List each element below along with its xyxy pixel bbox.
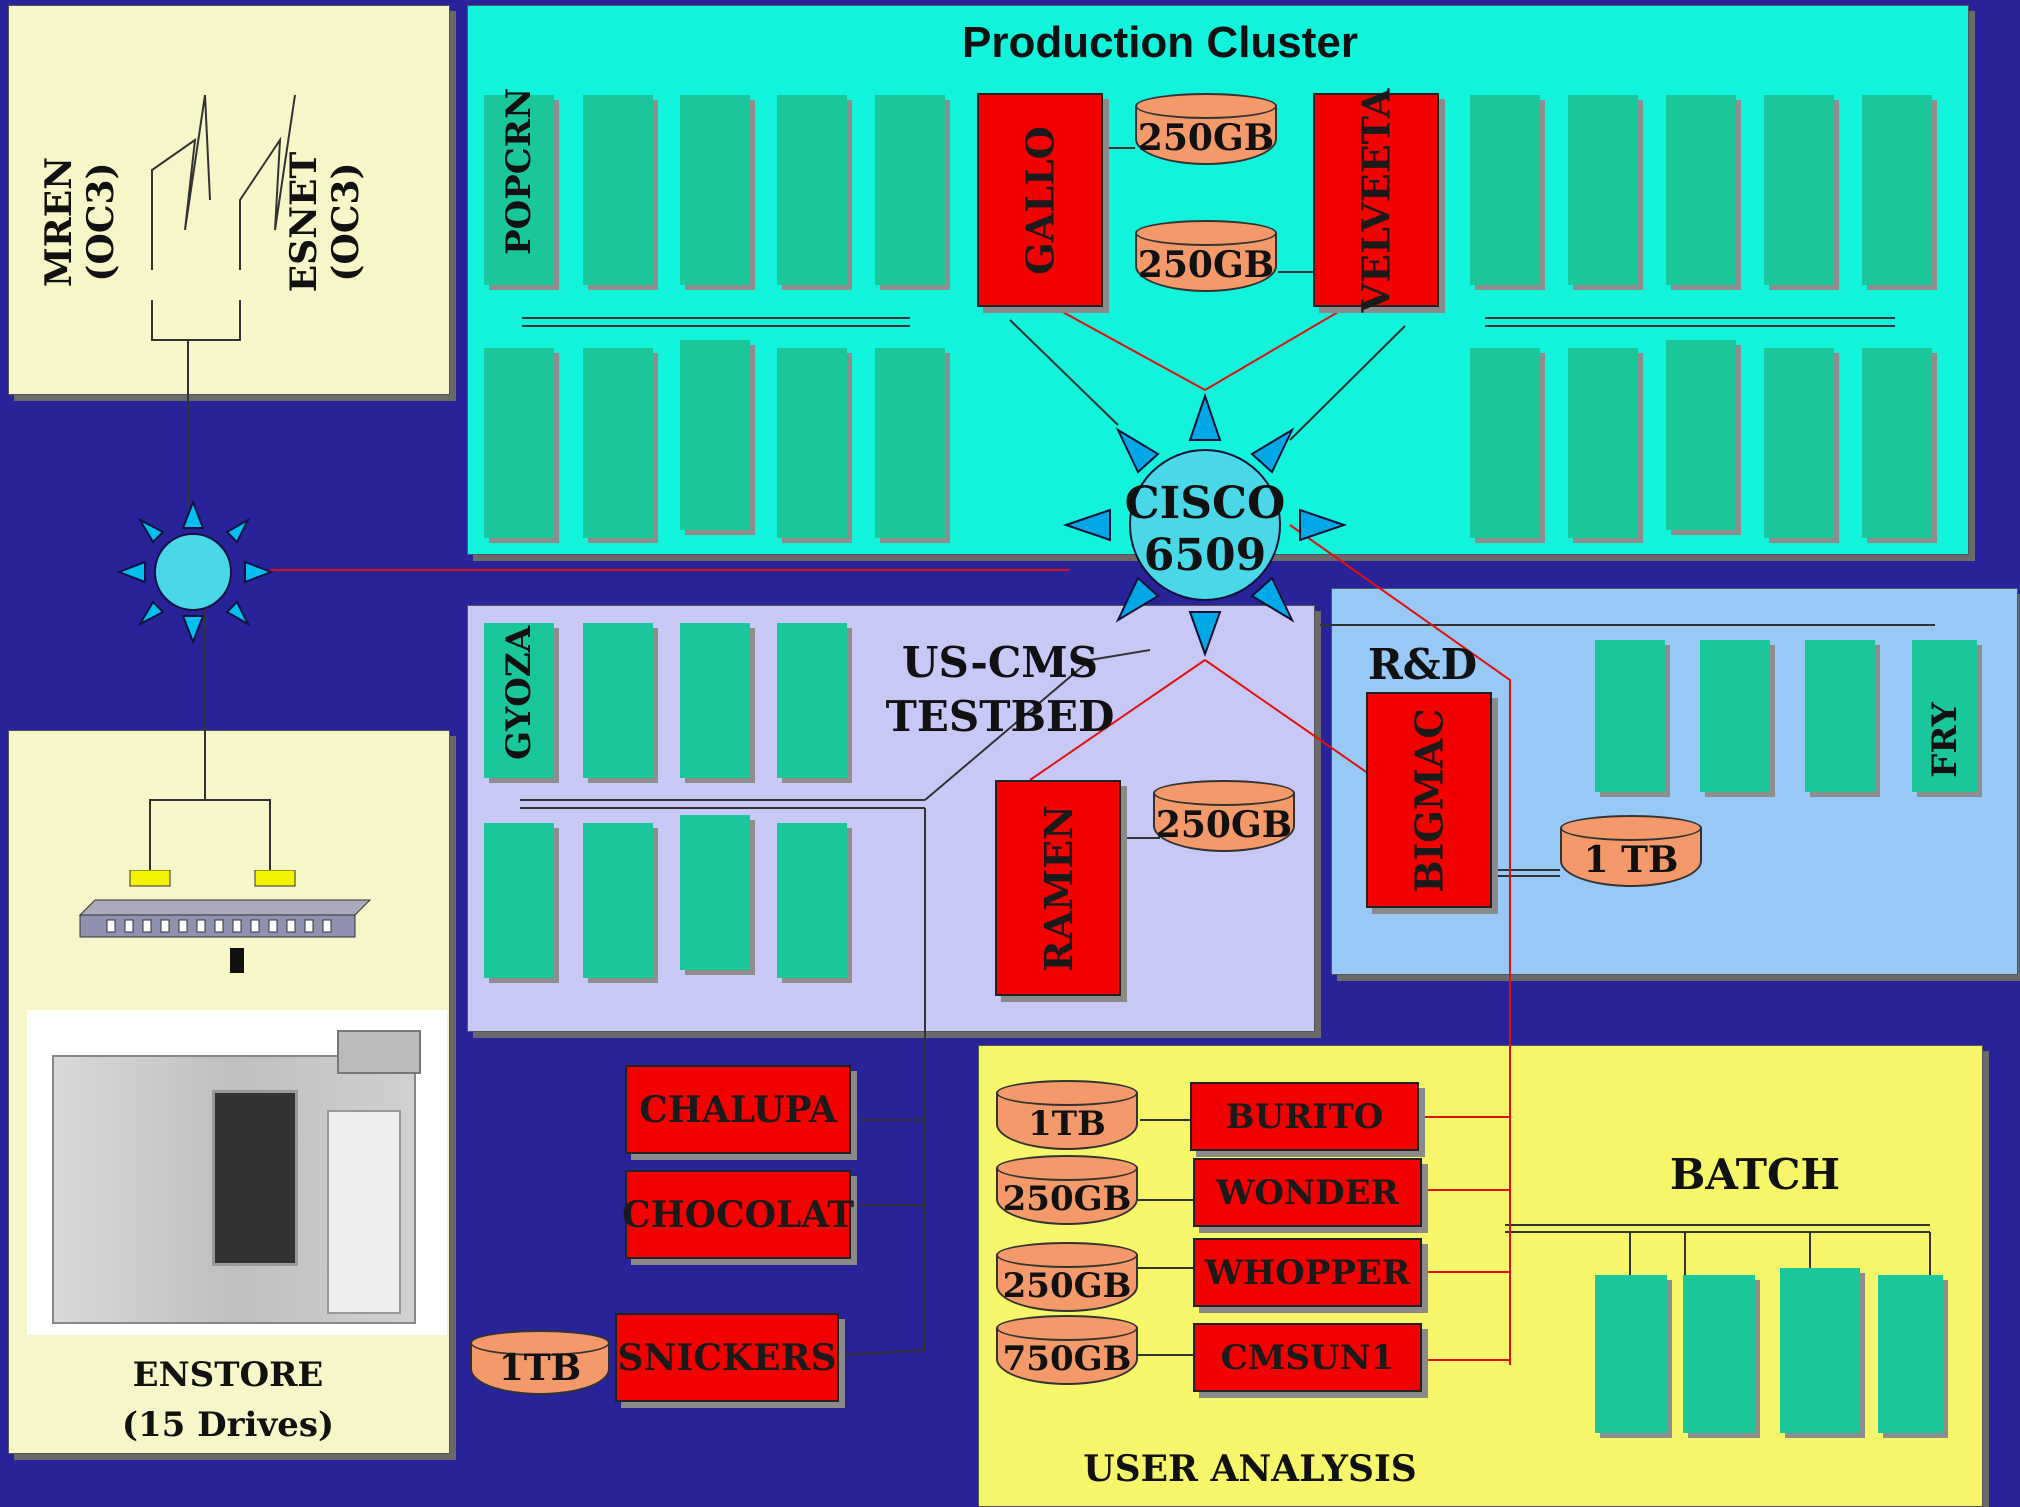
node: [1764, 95, 1834, 285]
node: [484, 348, 554, 538]
server-burito: BURITO: [1190, 1082, 1419, 1151]
node: [1568, 95, 1638, 285]
node: [583, 348, 653, 538]
node: [1568, 348, 1638, 538]
node: [680, 815, 750, 970]
node: [583, 623, 653, 778]
disk-1tb-burito: 1TB: [996, 1080, 1138, 1150]
node: [583, 823, 653, 978]
node: [1666, 340, 1736, 530]
server-chocolat: CHOCOLAT: [625, 1170, 851, 1259]
batch-node: [1683, 1275, 1755, 1433]
enstore-label: ENSTORE: [28, 1355, 428, 1395]
server-snickers: SNICKERS: [615, 1313, 839, 1402]
node: [1595, 640, 1665, 792]
enstore-drives-label: (15 Drives): [28, 1405, 428, 1445]
node: [1470, 95, 1540, 285]
server-velveeta: VELVEETA: [1313, 93, 1439, 307]
node: [1862, 348, 1932, 538]
node: [1470, 348, 1540, 538]
disk-750gb-cmsun1: 750GB: [996, 1315, 1138, 1385]
node: [1700, 640, 1770, 792]
disk-250gb-gallo: 250GB: [1135, 93, 1277, 165]
disk-250gb-whopper: 250GB: [996, 1242, 1138, 1312]
cisco-label-1: CISCO: [1120, 478, 1290, 529]
esnet-label: ESNET (OC3): [283, 97, 367, 347]
testbed-title-1: US-CMS: [880, 638, 1120, 687]
testbed-title-2: TESTBED: [880, 692, 1120, 741]
disk-250gb-velveeta: 250GB: [1135, 220, 1277, 292]
server-chalupa: CHALUPA: [625, 1065, 851, 1154]
node: [680, 623, 750, 778]
node: [1764, 348, 1834, 538]
node: [1666, 95, 1736, 285]
popcrn-label: POPCRN: [499, 135, 539, 255]
disk-250gb-ramen: 250GB: [1153, 780, 1295, 852]
gyoza-label: GYOZA: [499, 640, 539, 760]
node: [777, 823, 847, 978]
node: [680, 340, 750, 530]
tape-library-image: [27, 1010, 447, 1335]
rd-title: R&D: [1340, 640, 1505, 689]
node: [777, 623, 847, 778]
tape-drives-icon: [75, 870, 375, 975]
cisco-label-2: 6509: [1120, 530, 1290, 581]
analysis-title: USER ANALYSIS: [1010, 1448, 1490, 1490]
mren-label: MREN (OC3): [38, 97, 122, 347]
disk-1tb-bigmac: 1 TB: [1560, 815, 1702, 887]
node: [777, 348, 847, 538]
node: [777, 95, 847, 285]
node: [875, 348, 945, 538]
batch-node: [1878, 1275, 1943, 1433]
production-title: Production Cluster: [900, 18, 1420, 68]
node: [1862, 95, 1932, 285]
node: [1805, 640, 1875, 792]
server-gallo: GALLO: [977, 93, 1103, 307]
server-wonder: WONDER: [1193, 1158, 1422, 1227]
node: [583, 95, 653, 285]
node: [484, 823, 554, 978]
batch-title: BATCH: [1620, 1150, 1890, 1199]
node: [875, 95, 945, 285]
node: [680, 95, 750, 285]
wan-switch-icon: [115, 500, 275, 645]
server-whopper: WHOPPER: [1193, 1238, 1422, 1307]
server-cmsun1: CMSUN1: [1193, 1323, 1422, 1392]
batch-node: [1595, 1275, 1667, 1433]
batch-node: [1780, 1268, 1860, 1433]
server-bigmac: BIGMAC: [1366, 692, 1492, 908]
server-ramen: RAMEN: [995, 780, 1121, 996]
disk-250gb-wonder: 250GB: [996, 1155, 1138, 1225]
disk-1tb-snickers: 1TB: [470, 1330, 610, 1395]
fry-label: FRY: [1925, 695, 1965, 785]
